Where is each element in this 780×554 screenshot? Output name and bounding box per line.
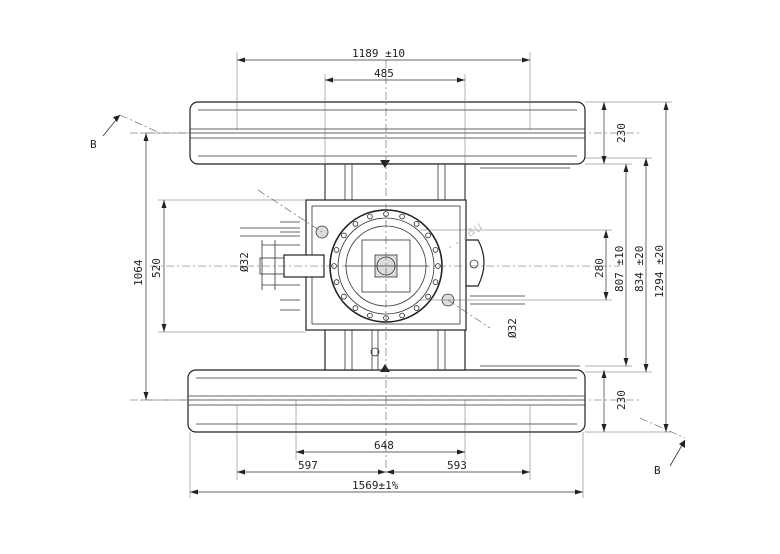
dim-593: 593 xyxy=(447,459,467,472)
hole-callout-upper: Ø32 xyxy=(238,189,323,272)
bolt-circle xyxy=(331,211,441,321)
flange-bolt xyxy=(399,312,405,319)
flange-bolt xyxy=(413,305,420,311)
flange-bolt xyxy=(367,312,373,319)
flange-bolt xyxy=(341,293,347,300)
section-label-b-top: B xyxy=(90,138,97,151)
flange-bolt xyxy=(333,279,340,285)
dim-597: 597 xyxy=(298,459,318,472)
top-wheel xyxy=(130,101,640,169)
dim-phi32-lower: Ø32 xyxy=(506,318,519,338)
dim-834: 834 ±20 xyxy=(633,246,646,292)
section-label-b-bottom: B xyxy=(654,464,661,477)
dim-807: 807 ±10 xyxy=(613,246,626,292)
dim-top: 1189 ±10 485 xyxy=(236,47,531,200)
flange-bolt xyxy=(425,232,431,239)
flange-bolt xyxy=(352,305,359,311)
dim-1189: 1189 ±10 xyxy=(352,47,405,60)
dim-left: 1064 520 xyxy=(132,132,306,401)
flange-bolt xyxy=(413,221,420,227)
dim-1294: 1294 ±20 xyxy=(653,245,666,298)
flange-bolt xyxy=(341,232,347,239)
dim-phi32-upper: Ø32 xyxy=(238,252,251,272)
hole-callout-lower: Ø32 xyxy=(447,295,525,338)
flange-bolt xyxy=(399,213,405,220)
dim-230-top: 230 xyxy=(615,123,628,143)
flange-bolt xyxy=(425,293,431,300)
flange-bolt xyxy=(432,247,439,253)
flange-bolt xyxy=(367,213,373,220)
section-mark-upper-left: B xyxy=(90,114,161,151)
dim-bottom: 648 597 593 1569±1% xyxy=(189,400,584,498)
dim-520: 520 xyxy=(150,258,163,278)
flange-bolt xyxy=(333,247,340,253)
dim-485: 485 xyxy=(374,67,394,80)
dim-648: 648 xyxy=(374,439,394,452)
dim-right: 280 807 ±10 834 ±20 1294 ±20 230 230 xyxy=(420,101,672,433)
dim-1569: 1569±1% xyxy=(352,479,399,492)
flange-bolt xyxy=(432,279,439,285)
dim-230-bottom: 230 xyxy=(615,390,628,410)
dim-1064: 1064 xyxy=(132,259,145,286)
bottom-wheel xyxy=(130,365,640,433)
dim-280: 280 xyxy=(593,258,606,278)
flange-bolt xyxy=(352,221,359,227)
section-mark-lower-right: B xyxy=(639,417,686,477)
